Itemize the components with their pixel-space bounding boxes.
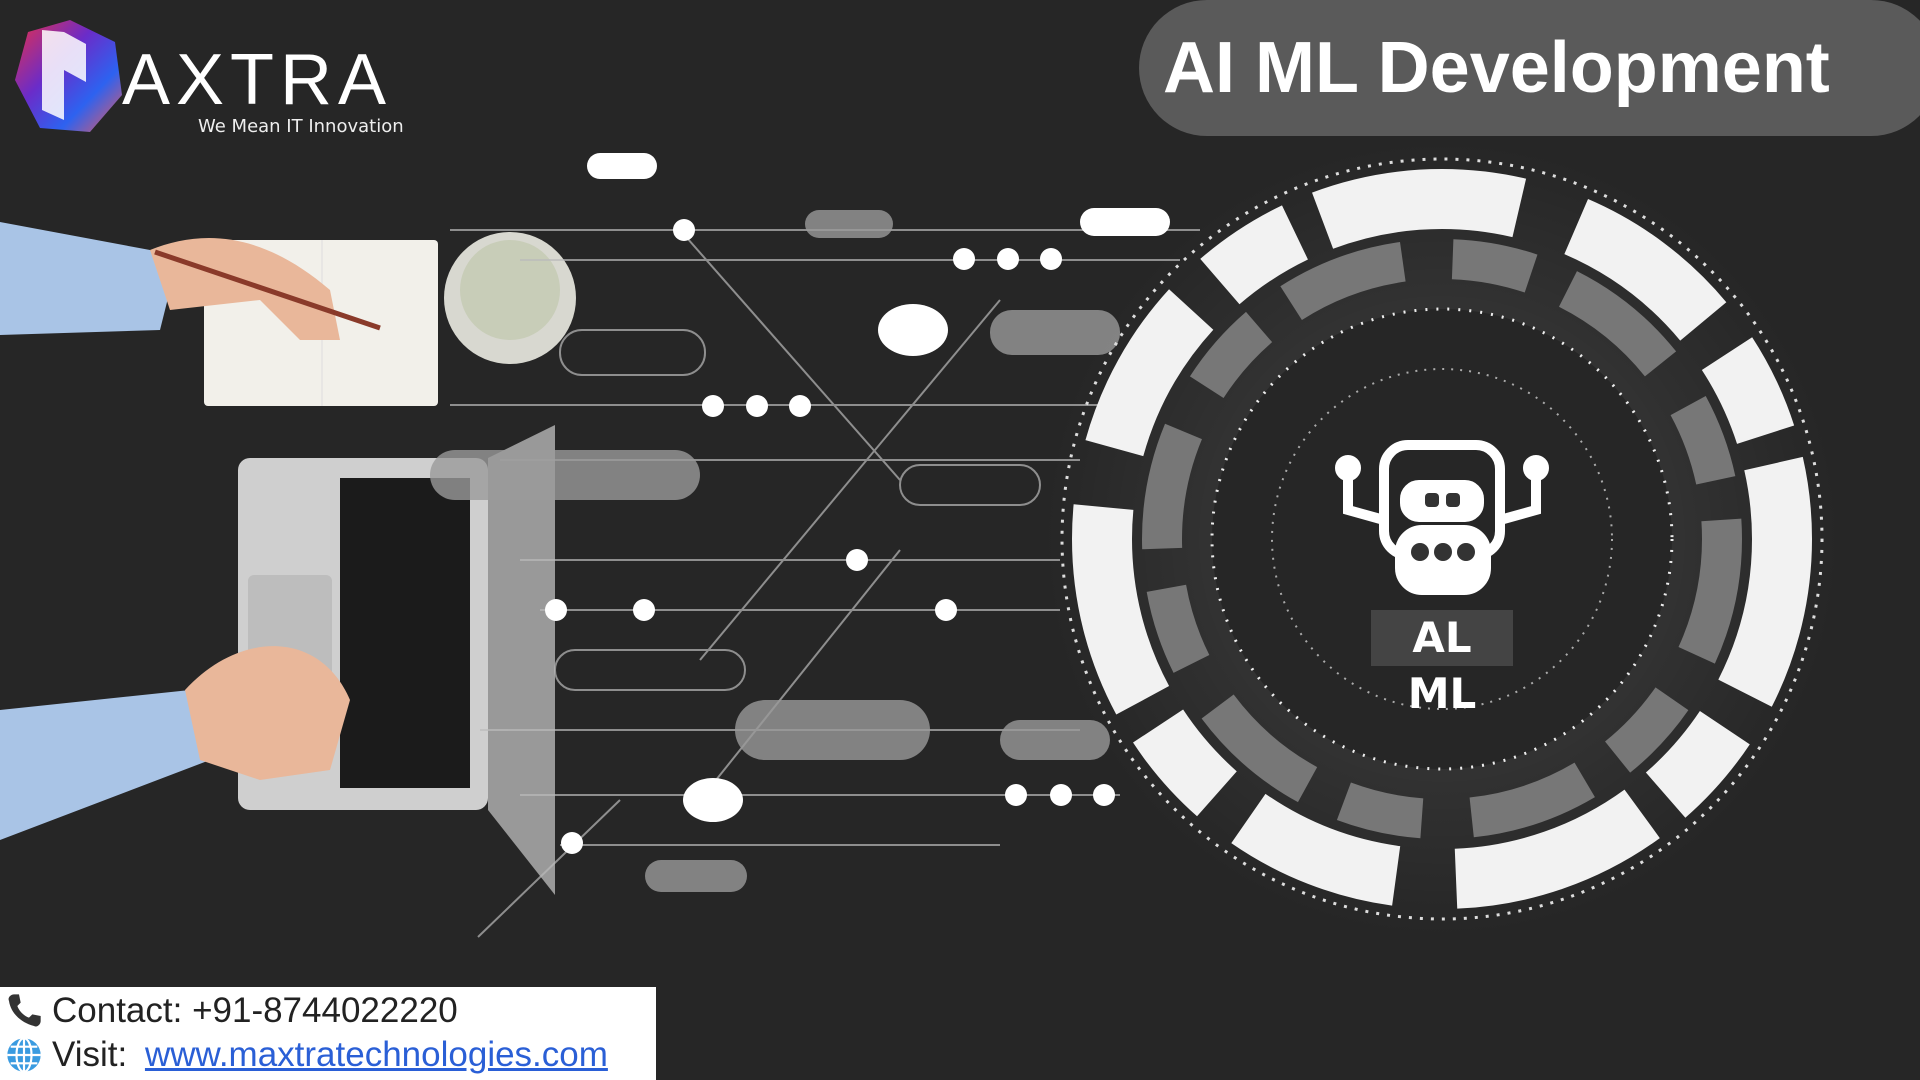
- hand-bottom: [185, 646, 350, 780]
- brand-name: AXTRA: [122, 40, 393, 120]
- succulent-leaves: [460, 240, 560, 340]
- brand-tagline: We Mean IT Innovation: [198, 116, 404, 137]
- phone-icon: [8, 994, 41, 1027]
- arm-top: [0, 222, 170, 335]
- robot-face: [1411, 493, 1475, 561]
- circuit-dots: [545, 153, 1170, 854]
- laptop: [238, 425, 555, 895]
- hand-top: [150, 238, 340, 340]
- globe-icon: [7, 1037, 41, 1073]
- logo-mark: [15, 20, 122, 132]
- title-banner: AI ML Development: [1139, 0, 1920, 136]
- visit-label: Visit:: [52, 1035, 137, 1074]
- contact-phone-row: Contact: +91-8744022220: [4, 989, 656, 1033]
- contact-web-row: Visit: www.maxtratechnologies.com: [4, 1033, 656, 1077]
- brand-logo: AXTRA We Mean IT Innovation: [12, 18, 492, 138]
- pencil: [154, 249, 381, 331]
- circuit-pills: [430, 210, 1120, 892]
- contact-box: Contact: +91-8744022220 Visit: www.maxtr…: [0, 987, 656, 1080]
- contact-phone: Contact: +91-8744022220: [52, 991, 458, 1030]
- page-title: AI ML Development: [1163, 28, 1830, 108]
- arm-bottom: [0, 690, 210, 840]
- ai-ml-badge: AL ML: [1371, 610, 1513, 718]
- website-link[interactable]: www.maxtratechnologies.com: [144, 1035, 608, 1074]
